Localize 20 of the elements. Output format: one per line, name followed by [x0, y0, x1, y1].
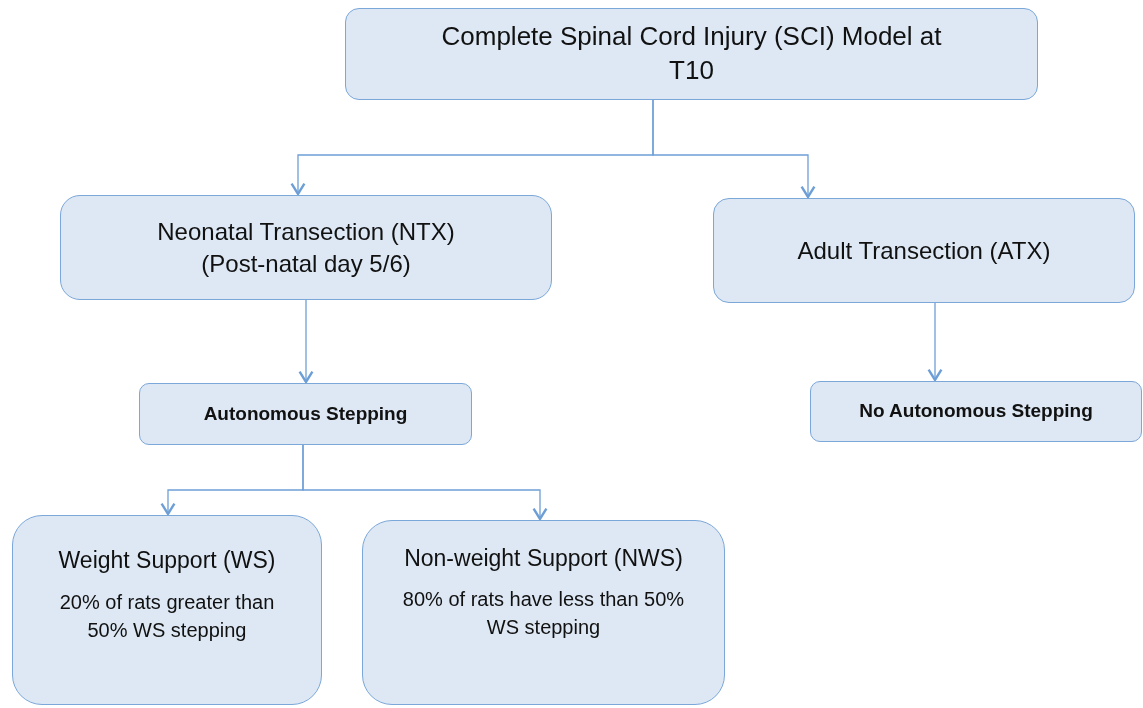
box-title: No Autonomous Stepping	[859, 399, 1093, 424]
box-title: Adult Transection (ATX)	[797, 235, 1051, 266]
process-box	[12, 515, 322, 705]
box-note: 20% of rats greater than 50% WS stepping	[58, 589, 276, 643]
arrow	[927, 302, 943, 382]
process-box	[345, 8, 1038, 100]
box-title: Non-weight Support (NWS)	[404, 543, 683, 573]
arrow	[302, 444, 548, 521]
result-box	[810, 381, 1142, 442]
box-title: Autonomous Stepping	[203, 401, 408, 426]
process-box	[60, 195, 552, 300]
process-box	[362, 520, 725, 705]
result-box	[139, 383, 472, 445]
box-note: 80% of rats have less than 50% WS stepping	[401, 587, 686, 641]
arrow	[652, 99, 816, 199]
process-box	[713, 198, 1135, 303]
box-title: Weight Support (WS)	[58, 546, 276, 576]
box-title: Complete Spinal Cord Injury (SCI) Model at T10	[441, 20, 942, 87]
box-title: Neonatal Transection (NTX) (Post-natal day 5/6)	[156, 217, 456, 279]
arrow	[298, 299, 314, 384]
